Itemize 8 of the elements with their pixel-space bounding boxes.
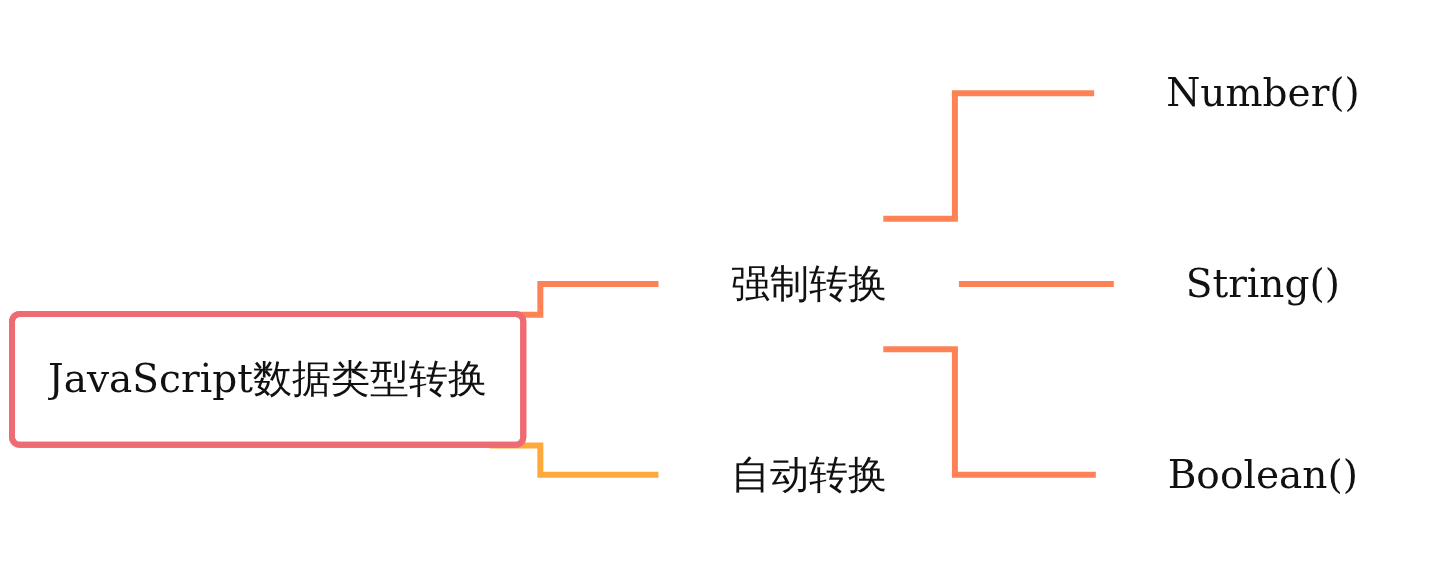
node-text: 自动转换 bbox=[730, 451, 887, 497]
node-text: Number() bbox=[1166, 69, 1360, 115]
connector bbox=[883, 90, 1095, 222]
connector bbox=[958, 281, 1114, 287]
node-text: String() bbox=[1185, 260, 1340, 306]
connector bbox=[883, 346, 1096, 478]
node-text: Boolean() bbox=[1167, 451, 1358, 497]
node-text: 强制转换 bbox=[730, 260, 887, 306]
